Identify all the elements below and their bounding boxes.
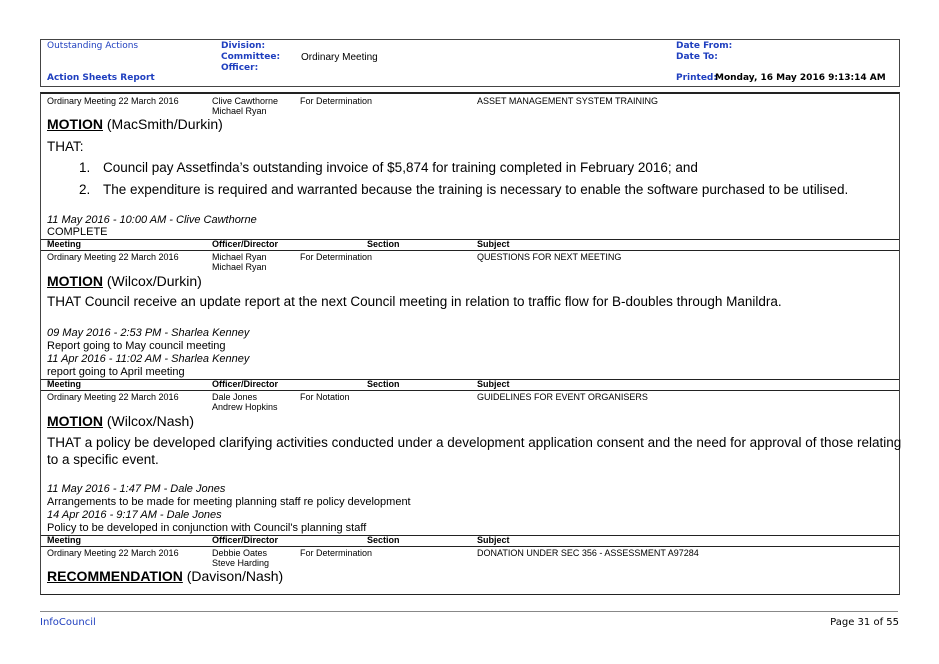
officer-label: Officer: — [221, 63, 259, 73]
motion-heading: MOTION (MacSmith/Durkin) — [47, 116, 223, 132]
column-meeting: Meeting — [47, 379, 82, 389]
note-stamp: 09 May 2016 - 2:53 PM - Sharlea Kenney — [47, 327, 250, 339]
entry-meeting: Ordinary Meeting 22 March 2016 — [47, 392, 179, 402]
entry-subject: ASSET MANAGEMENT SYSTEM TRAINING — [477, 96, 659, 106]
note-stamp: 11 Apr 2016 - 11:02 AM - Sharlea Kenney — [47, 353, 250, 365]
footer-divider — [40, 611, 898, 612]
note-text: report going to April meeting — [47, 366, 185, 378]
resolution-item-text: Council pay Assetfinda’s outstanding inv… — [103, 160, 698, 175]
resolution-item-number: 1. — [79, 160, 91, 175]
entry-section: For Determination — [300, 252, 373, 262]
column-officer: Officer/Director — [212, 535, 279, 545]
note-stamp: 11 May 2016 - 1:47 PM - Dale Jones — [47, 483, 226, 495]
recommendation-heading: RECOMMENDATION (Davison/Nash) — [47, 568, 284, 584]
entry-section: For Determination — [300, 96, 373, 106]
resolution-text-line-1: THAT a policy be developed clarifying ac… — [47, 435, 902, 450]
column-subject: Subject — [477, 379, 510, 389]
motion-heading: MOTION (Wilcox/Nash) — [47, 413, 195, 429]
column-officer: Officer/Director — [212, 379, 279, 389]
column-header-row: Meeting Officer/Director Section Subject — [41, 379, 899, 391]
entry-director: Michael Ryan — [212, 262, 267, 272]
entry-director: Michael Ryan — [212, 106, 267, 116]
resolution-item-text: The expenditure is required and warrante… — [103, 182, 849, 197]
column-officer: Officer/Director — [212, 239, 279, 249]
printed-label: Printed: — [676, 73, 717, 83]
report-title: Action Sheets Report — [47, 73, 155, 83]
report-header: Outstanding Actions Action Sheets Report… — [40, 39, 900, 87]
entry-section: For Determination — [300, 548, 373, 558]
entry-section: For Notation — [300, 392, 350, 402]
note-text: COMPLETE — [47, 226, 108, 238]
footer-brand: InfoCouncil — [40, 617, 96, 628]
entry-meeting: Ordinary Meeting 22 March 2016 — [47, 548, 179, 558]
entry-meeting: Ordinary Meeting 22 March 2016 — [47, 252, 179, 262]
entry-meeting: Ordinary Meeting 22 March 2016 — [47, 96, 179, 106]
resolution-item-number: 2. — [79, 182, 91, 197]
entry-subject: GUIDELINES FOR EVENT ORGANISERS — [477, 392, 648, 402]
committee-label: Committee: — [221, 52, 281, 62]
division-label: Division: — [221, 41, 266, 51]
resolution-that: THAT: — [47, 139, 84, 154]
note-text: Policy to be developed in conjunction wi… — [47, 522, 367, 534]
entry-subject: QUESTIONS FOR NEXT MEETING — [477, 252, 622, 262]
column-section: Section — [367, 379, 400, 389]
report-type: Outstanding Actions — [47, 41, 139, 51]
column-subject: Subject — [477, 239, 510, 249]
entry-director: Steve Harding — [212, 558, 270, 568]
column-meeting: Meeting — [47, 535, 82, 545]
entry-officer: Clive Cawthorne — [212, 96, 279, 106]
entry-officer: Michael Ryan — [212, 252, 267, 262]
page-number: Page 31 of 55 — [830, 617, 899, 628]
column-subject: Subject — [477, 535, 510, 545]
date-to-label: Date To: — [676, 52, 718, 62]
note-text: Report going to May council meeting — [47, 340, 226, 352]
actions-table: Ordinary Meeting 22 March 2016 Clive Caw… — [40, 92, 902, 595]
note-text: Arrangements to be made for meeting plan… — [47, 496, 411, 508]
resolution-text-line-2: to a specific event. — [47, 452, 159, 467]
note-stamp: 11 May 2016 - 10:00 AM - Clive Cawthorne — [47, 214, 257, 226]
resolution-text: THAT Council receive an update report at… — [47, 294, 782, 309]
entry-director: Andrew Hopkins — [212, 402, 278, 412]
motion-heading: MOTION (Wilcox/Durkin) — [47, 273, 202, 289]
column-section: Section — [367, 535, 400, 545]
date-from-label: Date From: — [676, 41, 733, 51]
column-section: Section — [367, 239, 400, 249]
note-stamp: 14 Apr 2016 - 9:17 AM - Dale Jones — [47, 509, 222, 521]
column-header-row: Meeting Officer/Director Section Subject — [41, 239, 899, 251]
entry-subject: DONATION UNDER SEC 356 - ASSESSMENT A972… — [477, 548, 699, 558]
printed-value: Monday, 16 May 2016 9:13:14 AM — [715, 73, 886, 83]
committee-value: Ordinary Meeting — [301, 52, 378, 63]
column-header-row: Meeting Officer/Director Section Subject — [41, 535, 899, 547]
column-meeting: Meeting — [47, 239, 82, 249]
entry-officer: Dale Jones — [212, 392, 258, 402]
entry-officer: Debbie Oates — [212, 548, 268, 558]
